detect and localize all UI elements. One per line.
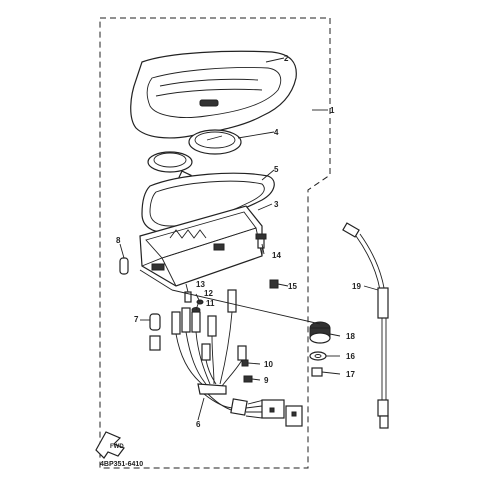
label-14: 14 (272, 251, 281, 260)
label-16: 16 (346, 352, 355, 361)
label-10: 10 (264, 360, 273, 369)
label-1: 1 (330, 106, 335, 115)
label-7: 7 (134, 315, 139, 324)
label-6: 6 (196, 420, 201, 429)
fwd-arrow-icon: FWD (95, 431, 125, 459)
bulb-8 (119, 257, 129, 275)
speedometer-cable (342, 222, 389, 429)
meter-cover (130, 50, 297, 139)
socket-7 (149, 313, 161, 351)
label-11: 11 (206, 299, 215, 308)
label-9: 9 (264, 376, 269, 385)
label-3: 3 (274, 200, 279, 209)
label-8: 8 (116, 236, 121, 245)
drawing-code: 4BP351-6410 (100, 461, 143, 468)
meter-case (139, 205, 263, 287)
assembly-boundary (99, 17, 331, 469)
part-labels: 2 1 4 5 3 8 14 15 13 12 11 7 10 9 18 16 … (116, 54, 361, 429)
screw-14 (255, 233, 267, 249)
label-12: 12 (204, 289, 213, 298)
bolt-15 (269, 279, 279, 289)
label-17: 17 (346, 370, 355, 379)
label-15: 15 (288, 282, 297, 291)
label-2: 2 (284, 54, 289, 63)
label-5: 5 (274, 165, 279, 174)
fwd-label: FWD (110, 444, 124, 450)
wire-harness (175, 311, 303, 427)
leader-lines (119, 57, 379, 421)
label-13: 13 (196, 280, 205, 289)
label-18: 18 (346, 332, 355, 341)
label-19: 19 (352, 282, 361, 291)
label-4: 4 (274, 128, 279, 137)
grommets-16-18 (309, 321, 331, 377)
